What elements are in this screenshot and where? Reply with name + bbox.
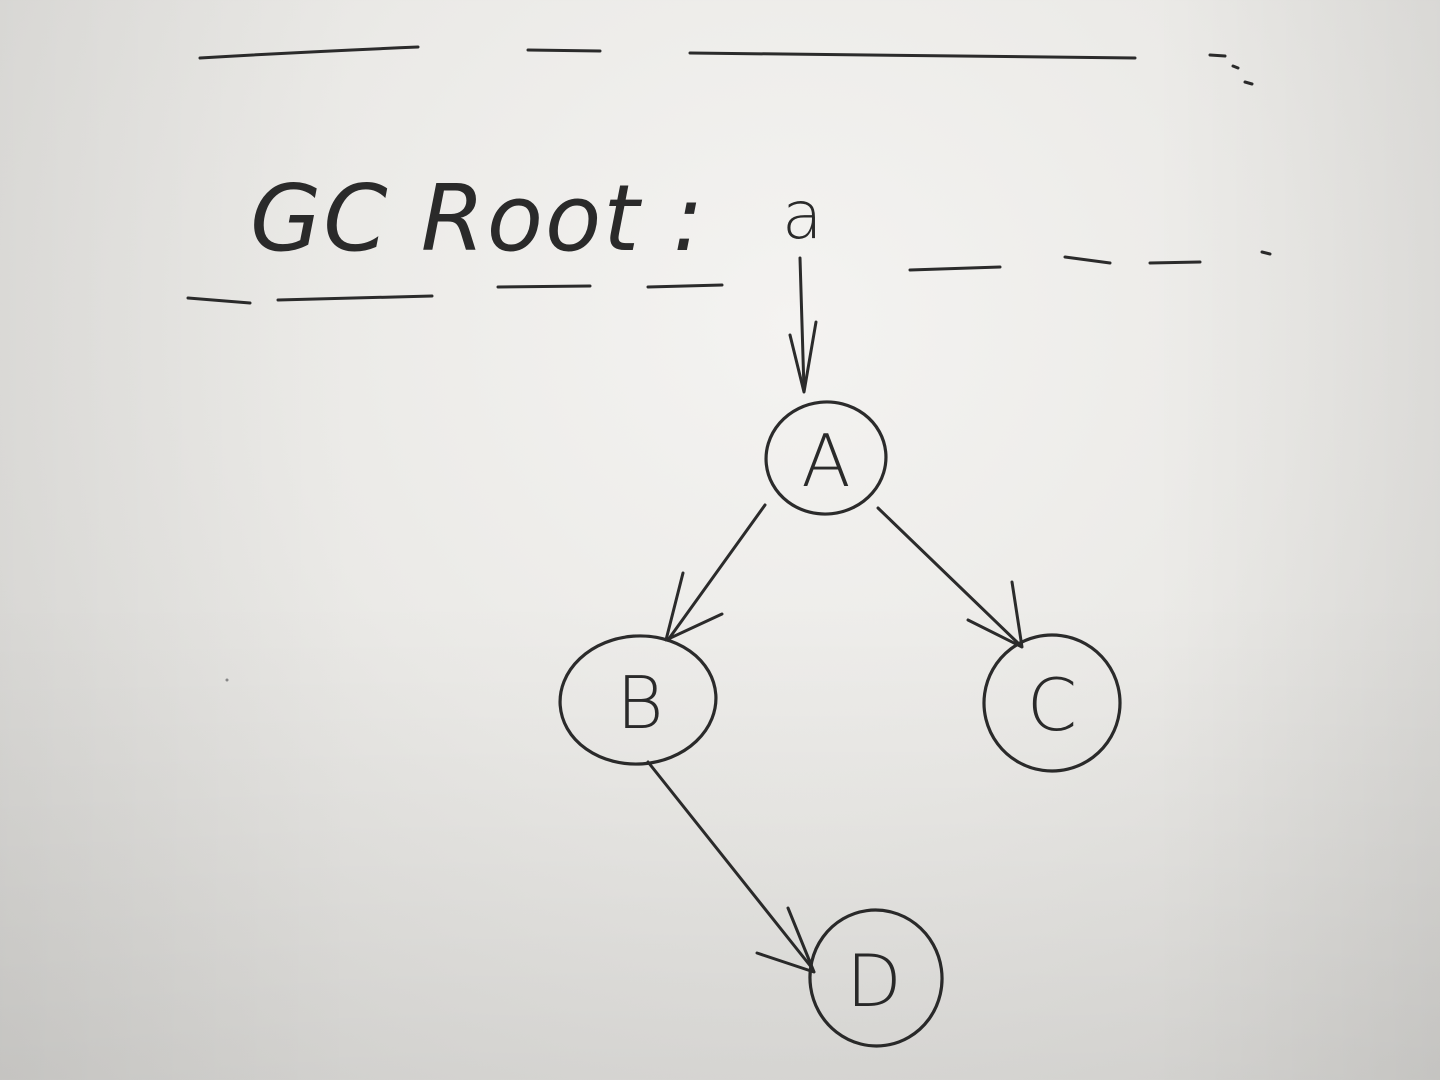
node-C-circle (982, 633, 1122, 773)
node-A-circle (764, 400, 888, 516)
node-D-circle (808, 908, 944, 1048)
node-C: C (982, 633, 1122, 773)
node-A: A (764, 400, 888, 516)
top-dashed-divider (198, 45, 1254, 86)
edge-A-to-C (876, 506, 1024, 649)
node-A-label: A (801, 419, 850, 503)
node-D: D (808, 908, 944, 1048)
root-variable-label: a (782, 177, 822, 254)
edge-A-to-B (664, 503, 767, 642)
node-D-label: D (846, 939, 901, 1023)
node-C-label: C (1027, 663, 1077, 747)
edge-B-to-D (646, 760, 816, 974)
gc-root-title: GC Root : (250, 165, 706, 272)
edge-a-to-A (788, 256, 818, 394)
bottom-dashed-divider (186, 250, 1272, 305)
node-B: B (558, 634, 718, 766)
node-B-label: B (616, 661, 663, 745)
node-B-circle (558, 634, 718, 766)
paper-speck (225, 678, 229, 682)
